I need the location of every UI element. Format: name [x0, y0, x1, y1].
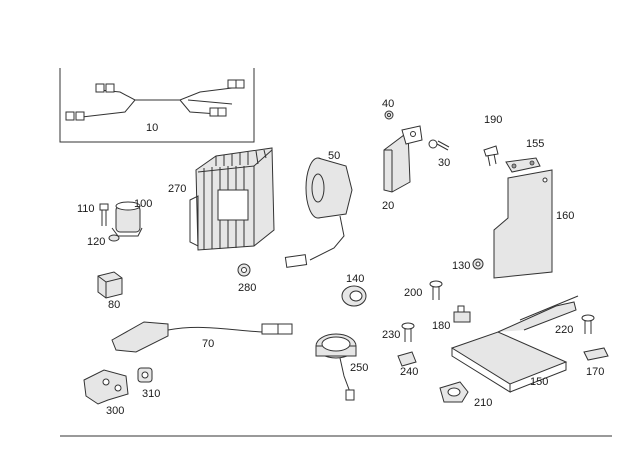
label-150: 150: [530, 376, 549, 388]
part-220-screw[interactable]: [581, 314, 595, 334]
label-155: 155: [526, 138, 545, 150]
label-310: 310: [142, 388, 161, 400]
label-130: 130: [452, 260, 471, 272]
label-100: 100: [134, 198, 153, 210]
part-280-grommet[interactable]: [237, 263, 251, 277]
label-270: 270: [168, 183, 187, 195]
label-240: 240: [400, 366, 419, 378]
part-130-washer[interactable]: [472, 258, 484, 270]
part-10-wiring-harness[interactable]: [59, 68, 255, 143]
part-210-bracket[interactable]: [439, 381, 469, 403]
part-110-bolt[interactable]: [99, 203, 109, 226]
label-30: 30: [438, 157, 451, 169]
part-310-nut[interactable]: [137, 367, 153, 383]
part-140-button[interactable]: [341, 285, 367, 307]
part-150-tray[interactable]: [450, 295, 579, 393]
part-80-relay[interactable]: [97, 271, 123, 299]
part-100-solenoid[interactable]: [111, 201, 143, 237]
label-40: 40: [382, 98, 395, 110]
label-140: 140: [346, 273, 365, 285]
label-170: 170: [586, 366, 605, 378]
part-40-nut[interactable]: [384, 110, 394, 120]
label-160: 160: [556, 210, 575, 222]
part-50-horn[interactable]: [284, 157, 353, 268]
label-110: 110: [77, 203, 95, 215]
label-20: 20: [382, 200, 395, 212]
label-250: 250: [350, 362, 369, 374]
label-280: 280: [238, 282, 257, 294]
part-300-bracket[interactable]: [83, 369, 129, 405]
part-20-bracket[interactable]: [383, 125, 423, 193]
label-300: 300: [106, 405, 125, 417]
part-270-control-unit[interactable]: [189, 147, 275, 251]
label-80: 80: [108, 299, 121, 311]
part-120-nut[interactable]: [108, 234, 120, 242]
part-170-clip[interactable]: [583, 347, 609, 361]
part-250-sounder[interactable]: [315, 333, 357, 401]
label-230: 230: [382, 329, 401, 341]
part-200-screw[interactable]: [429, 280, 443, 300]
part-180-switch[interactable]: [453, 305, 471, 323]
part-190-clip[interactable]: [483, 145, 499, 167]
label-220: 220: [555, 324, 574, 336]
label-50: 50: [328, 150, 341, 162]
part-160-panel[interactable]: [493, 169, 553, 279]
label-70: 70: [202, 338, 215, 350]
part-70-lamp[interactable]: [111, 321, 293, 353]
label-200: 200: [404, 287, 423, 299]
label-120: 120: [87, 236, 106, 248]
label-10: 10: [146, 122, 159, 134]
label-180: 180: [432, 320, 451, 332]
part-240-clip[interactable]: [397, 351, 417, 367]
label-210: 210: [474, 397, 493, 409]
part-155-bracket[interactable]: [505, 157, 541, 173]
part-230-screw[interactable]: [401, 322, 415, 342]
label-190: 190: [484, 114, 503, 126]
part-30-screw[interactable]: [428, 139, 450, 151]
